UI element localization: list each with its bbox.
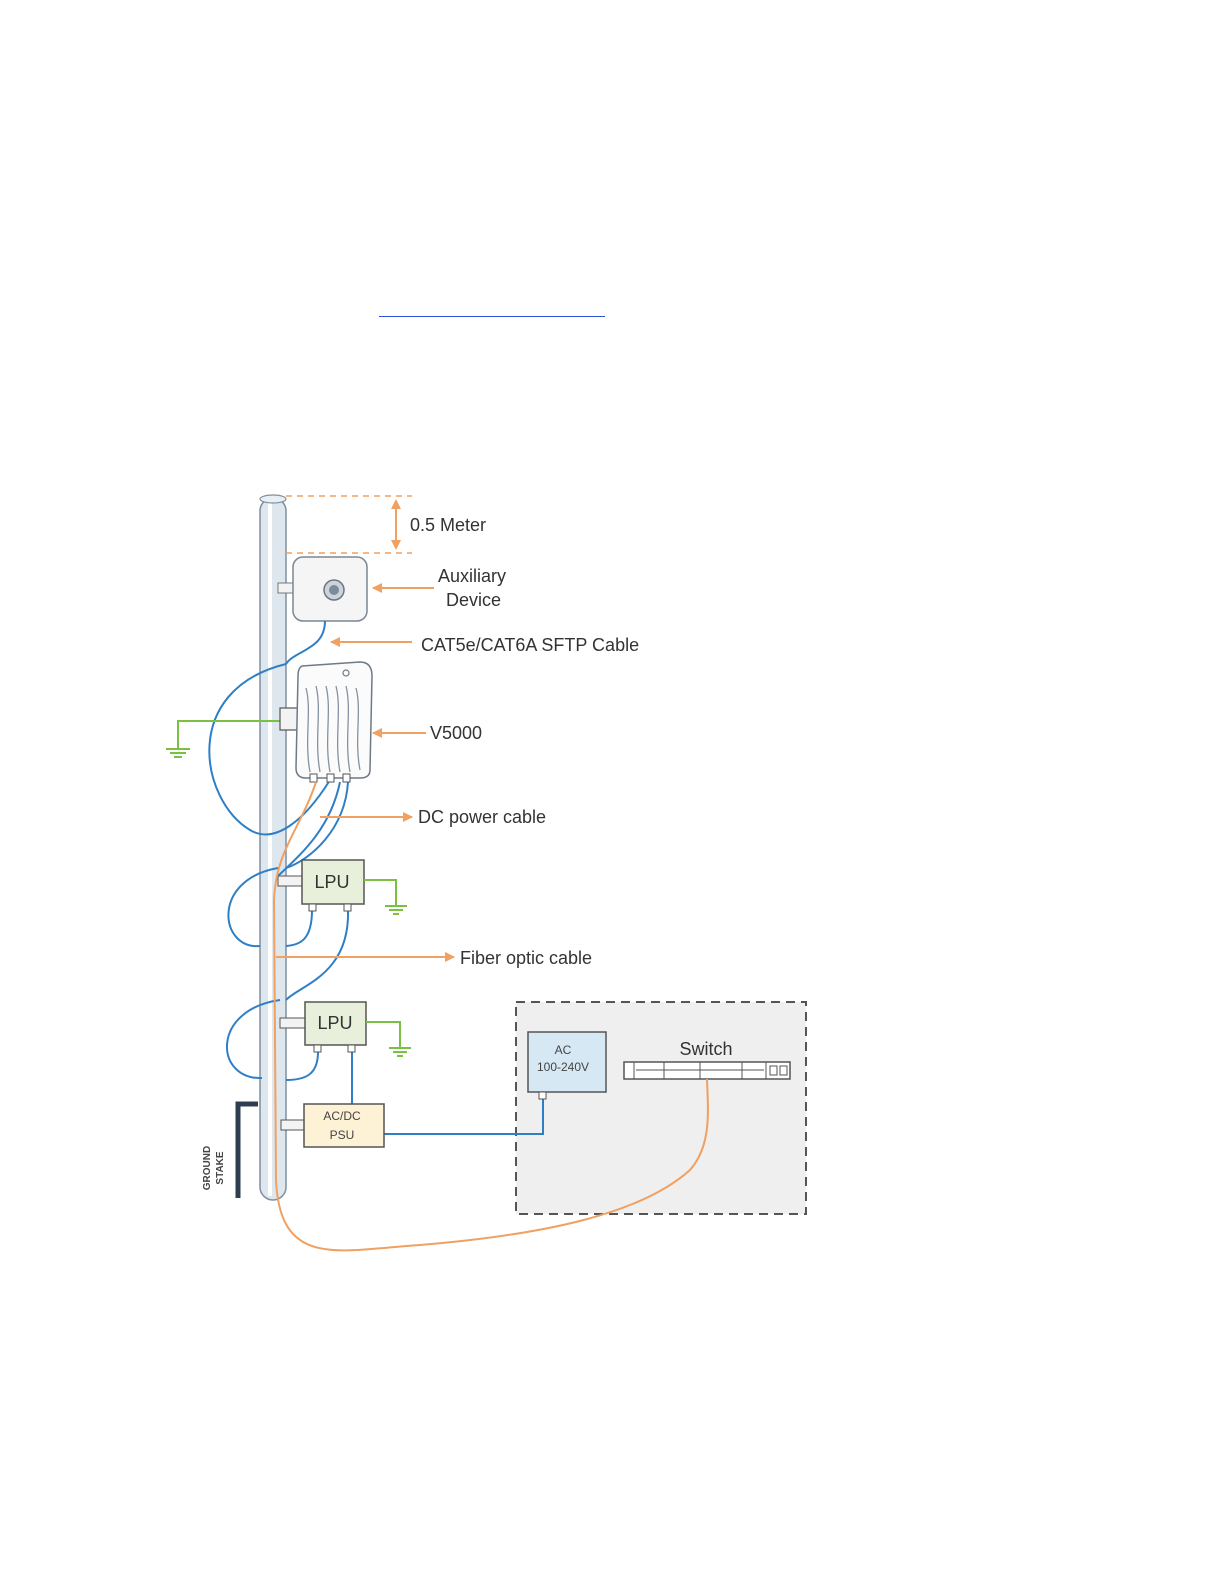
v5000-label: V5000 bbox=[430, 723, 482, 743]
svg-text:PSU: PSU bbox=[330, 1128, 355, 1142]
ground-icon bbox=[385, 906, 407, 914]
svg-text:AC/DC: AC/DC bbox=[323, 1109, 361, 1123]
auxiliary-label-line1: Auxiliary bbox=[438, 566, 506, 586]
svg-text:LPU: LPU bbox=[314, 872, 349, 892]
ground-stake-label: GROUND STAKE bbox=[202, 1146, 226, 1190]
fiber-label: Fiber optic cable bbox=[460, 948, 592, 968]
svg-text:AC: AC bbox=[555, 1043, 572, 1057]
lpu-bottom: LPU bbox=[280, 1002, 366, 1052]
ac-power-source: AC 100-240V bbox=[528, 1032, 606, 1099]
cat-cable bbox=[286, 621, 325, 664]
auxiliary-device bbox=[278, 557, 367, 621]
svg-text:LPU: LPU bbox=[317, 1013, 352, 1033]
cat-cable-label: CAT5e/CAT6A SFTP Cable bbox=[421, 635, 639, 655]
svg-text:100-240V: 100-240V bbox=[537, 1060, 589, 1074]
pole bbox=[260, 495, 286, 1200]
ac-dc-psu: AC/DC PSU bbox=[281, 1104, 384, 1147]
lpu-top: LPU bbox=[278, 860, 364, 911]
meter-label: 0.5 Meter bbox=[410, 515, 486, 535]
dc-power-label: DC power cable bbox=[418, 807, 546, 827]
switch-label: Switch bbox=[679, 1039, 732, 1059]
v5000-unit bbox=[280, 662, 372, 782]
ground-stake bbox=[238, 1104, 258, 1198]
ground-icon bbox=[166, 749, 190, 757]
svg-text:STAKE: STAKE bbox=[215, 1151, 226, 1184]
auxiliary-label-line2: Device bbox=[446, 590, 501, 610]
svg-text:GROUND: GROUND bbox=[202, 1146, 213, 1190]
ground-icon bbox=[389, 1048, 411, 1056]
